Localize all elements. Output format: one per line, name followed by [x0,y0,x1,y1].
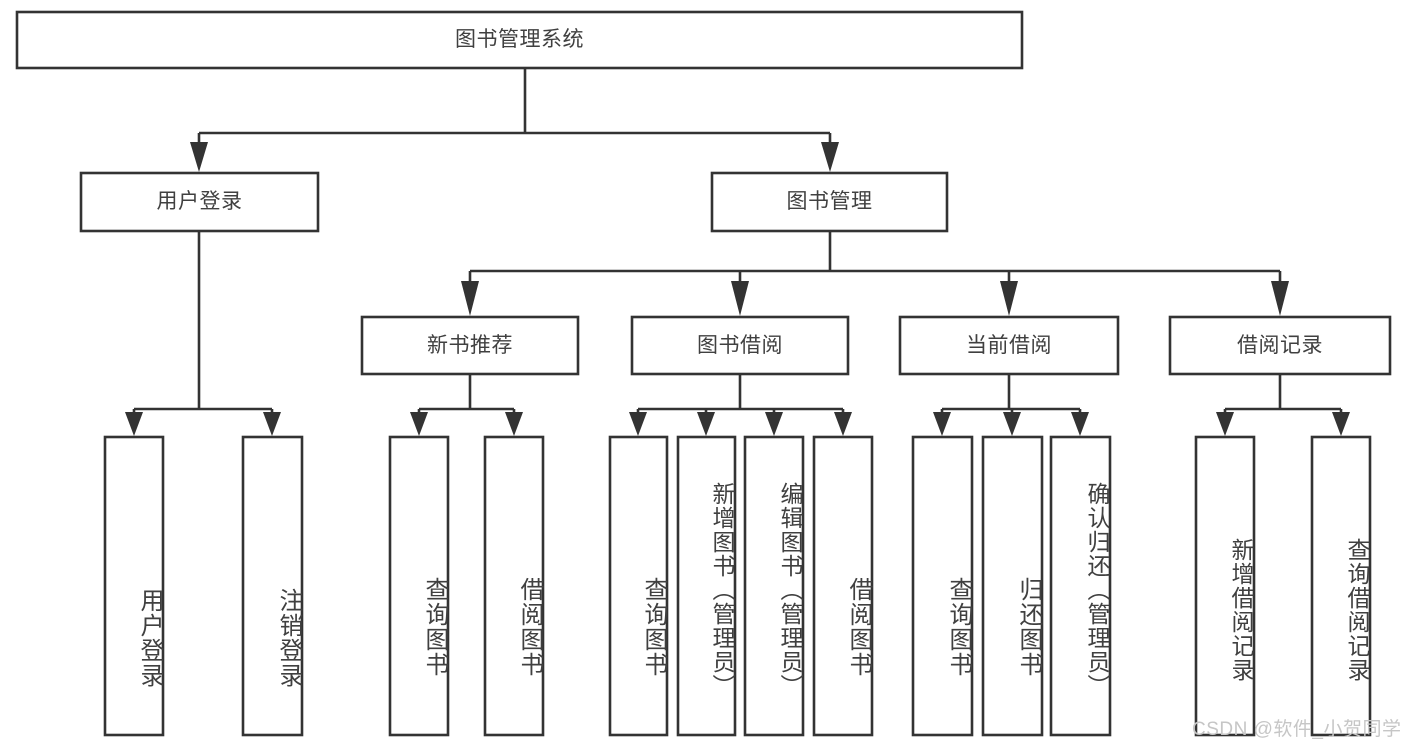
arrow-head-leaf-query-borrow-record [1332,412,1350,436]
node-box-leaf-confirm-return-admin[interactable] [1049,435,1112,737]
arrow-head-leaf-logout-login [263,412,281,436]
node-box-leaf-query-book-current[interactable] [911,435,974,737]
node-box-new-book-recommend[interactable] [360,315,580,376]
node-box-book-management[interactable] [710,171,949,233]
arrow-head-leaf-query-book-borrow [629,412,647,436]
node-box-root[interactable] [15,10,1024,70]
node-box-leaf-query-borrow-record[interactable] [1310,435,1372,737]
arrow-head-leaf-borrow-book [834,412,852,436]
node-box-leaf-add-borrow-record[interactable] [1194,435,1256,737]
arrow-head-new-book-recommend [461,281,479,316]
arrow-head-book-management [821,142,839,172]
node-box-leaf-return-book[interactable] [981,435,1044,737]
arrow-head-leaf-add-borrow-record [1216,412,1234,436]
node-box-leaf-user-login[interactable] [103,435,165,737]
node-box-leaf-borrow-book-recommend[interactable] [483,435,545,737]
arrow-head-book-borrow [731,281,749,316]
arrow-head-leaf-return-book [1003,412,1021,436]
arrow-head-borrow-record [1271,281,1289,316]
arrow-head-leaf-query-book-current [933,412,951,436]
connector-bookborrow-to-leaves [629,374,852,436]
node-box-leaf-borrow-book[interactable] [812,435,874,737]
node-box-leaf-query-book-borrow[interactable] [608,435,669,737]
arrow-head-user-login [190,142,208,172]
node-box-current-borrow[interactable] [898,315,1120,376]
arrow-head-leaf-user-login [125,412,143,436]
connector-root-to-level2 [190,68,839,172]
arrow-head-leaf-add-book-admin [697,412,715,436]
arrow-head-leaf-borrow-book-recommend [505,412,523,436]
node-box-leaf-add-book-admin[interactable] [676,435,737,737]
arrow-head-leaf-query-book-recommend [410,412,428,436]
node-box-borrow-record[interactable] [1168,315,1392,376]
arrow-head-leaf-edit-book-admin [765,412,783,436]
connector-borrowrecord-to-leaves [1216,374,1350,436]
node-box-leaf-logout-login[interactable] [241,435,304,737]
node-box-leaf-query-book-recommend[interactable] [388,435,450,737]
connector-bookmgmt-to-level3 [461,231,1289,316]
arrow-head-leaf-confirm-return-admin [1071,412,1089,436]
connector-currentborrow-to-leaves [933,374,1089,436]
connector-newbook-to-leaves [410,374,523,436]
node-box-book-borrow[interactable] [630,315,850,376]
connector-userlogin-to-leaves [125,231,281,436]
arrow-head-current-borrow [1000,281,1018,316]
node-box-user-login[interactable] [79,171,320,233]
node-box-leaf-edit-book-admin[interactable] [743,435,805,737]
